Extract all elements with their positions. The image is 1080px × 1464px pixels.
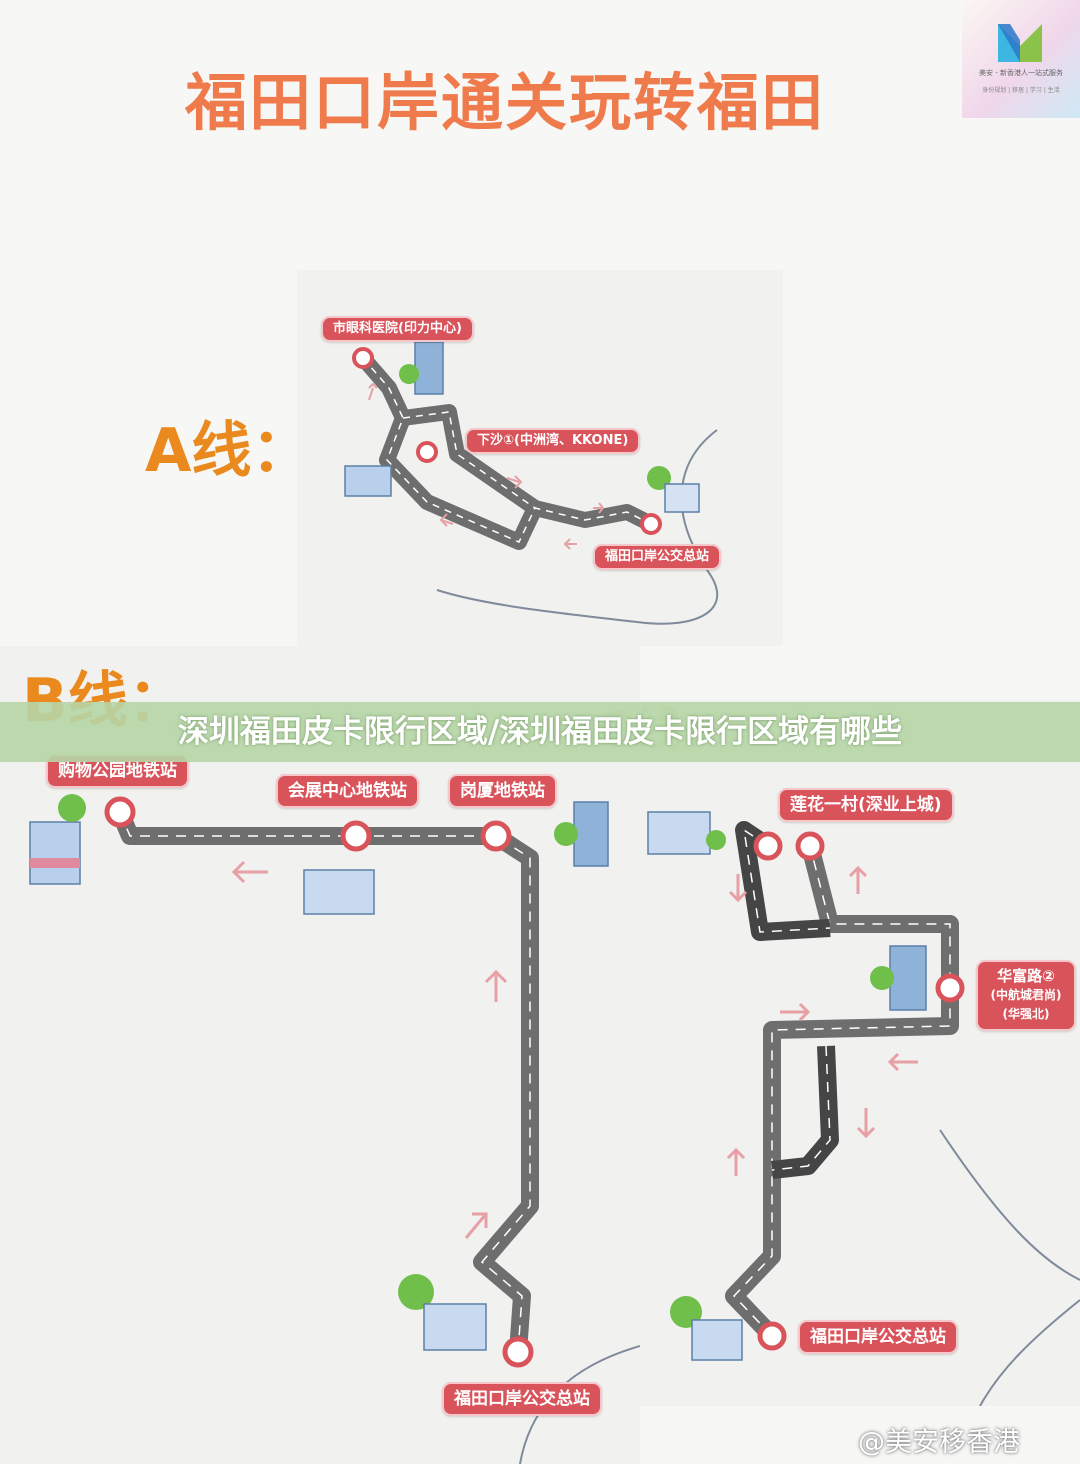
stop-label-convention-center: 会展中心地铁站 [276,774,419,808]
line-c-route-drawing [647,811,1080,1406]
stop-label-futian-port-a: 福田口岸公交总站 [593,544,722,570]
stop-label-gangxia: 岗厦地铁站 [448,774,557,808]
stop-label-huafu-road: 华富路② (中航城君尚) (华强北) [976,960,1076,1031]
line-a-label: A线： [145,416,312,486]
logo-mark-icon [998,24,1042,62]
line-a-route-drawing [344,341,719,625]
stop-label-futian-port-c: 福田口岸公交总站 [798,1320,958,1354]
logo-tagline: 美安 - 新香港人一站式服务 [979,69,1063,77]
headline-banner: 深圳福田皮卡限行区域/深圳福田皮卡限行区域有哪些 [0,702,1080,762]
stop-label-futian-port-b: 福田口岸公交总站 [442,1382,602,1416]
stop-label-huafu-line3: (华强北) [1002,1007,1050,1021]
stop-label-huafu-line1: 华富路② [997,967,1055,985]
line-b-map: 购物公园地铁站 会展中心地铁站 岗厦地铁站 福田口岸公交总站 [0,646,640,1464]
logo-subtagline: 身份规划 | 移居 | 学习 | 生活 [982,87,1060,94]
line-b-route-drawing [29,794,640,1464]
stop-label-lianhua: 莲花一村(深业上城) [778,788,954,822]
stop-label-eye-hospital: 市眼科医院(印力中心) [321,316,474,342]
brand-logo: 美安 - 新香港人一站式服务 身份规划 | 移居 | 学习 | 生活 [962,0,1080,118]
stop-label-huafu-line2: (中航城君尚) [990,988,1062,1002]
stop-label-xiasha: 下沙①(中洲湾、KKONE) [465,428,641,454]
page-title: 福田口岸通关玩转福田 [184,66,825,139]
weibo-watermark: @美安移香港 [858,1427,1020,1458]
line-c-map: 莲花一村(深业上城) 华富路② (中航城君尚) (华强北) 福田口岸公交总站 [640,700,1080,1406]
line-a-map: 市眼科医院(印力中心) 下沙①(中洲湾、KKONE) 福田口岸公交总站 [297,270,783,646]
